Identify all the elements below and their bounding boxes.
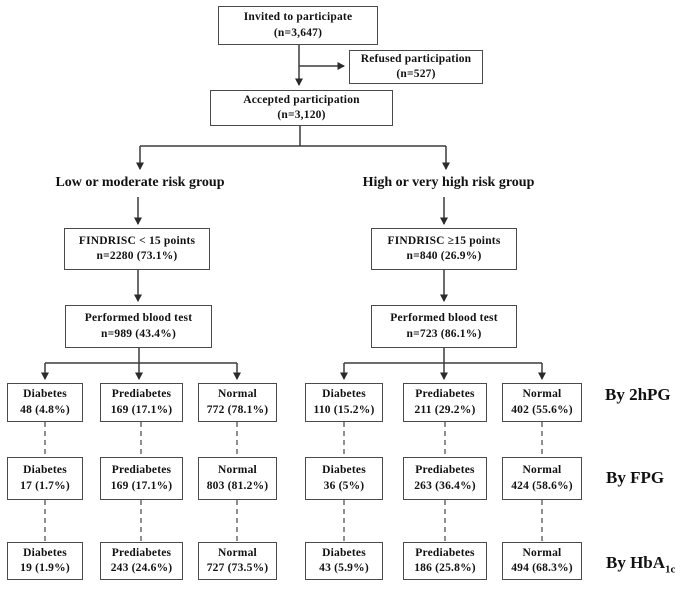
outcome-n: 243 (24.6%) [110,562,173,574]
method-label-text: By HbA [606,553,666,572]
method-label-hba1c: By HbA1c [606,553,676,576]
method-label-fpg: By FPG [606,468,664,488]
findrisc-left-box: FINDRISC < 15 points n=2280 (73.1%) [64,228,210,270]
method-label-text: By 2hPG [605,385,671,404]
outcome-n: 36 (5%) [323,479,365,492]
outcome-box-hba1c-right-normal: Normal 494 (68.3%) [502,542,582,580]
outcome-n: 402 (55.6%) [511,403,573,416]
blood-test-left-box: Performed blood test n=989 (43.4%) [65,305,212,348]
outcome-title: Prediabetes [415,546,475,559]
outcome-box-2hpg-right-normal: Normal 402 (55.6%) [502,383,582,422]
findrisc-right-n: n=840 (26.9%) [406,250,482,262]
outcome-n: 424 (58.6%) [511,479,573,492]
outcome-box-hba1c-left-normal: Normal 727 (73.5%) [198,542,277,580]
outcome-box-fpg-right-diabetes: Diabetes 36 (5%) [305,457,383,500]
invited-n: (n=3,647) [273,26,323,39]
method-label-sub: 1c [665,563,676,576]
outcome-n: 169 (17.1%) [110,479,173,492]
outcome-title: Normal [522,464,562,477]
outcome-n: 17 (1.7%) [20,479,70,492]
outcome-title: Normal [218,388,257,401]
outcome-title: Prediabetes [111,464,172,477]
outcome-n: 110 (15.2%) [313,403,375,416]
outcome-n: 186 (25.8%) [414,562,476,574]
outcome-title: Prediabetes [415,388,475,401]
accepted-n: (n=3,120) [277,109,326,121]
method-label-text: By FPG [606,468,665,487]
findrisc-left-n: n=2280 (73.1%) [96,250,178,262]
outcome-box-2hpg-left-diabetes: Diabetes 48 (4.8%) [7,383,83,422]
outcome-n: 263 (36.4%) [414,479,476,492]
invited-box: Invited to participate (n=3,647) [218,6,378,45]
outcome-title: Diabetes [322,546,366,559]
outcome-box-fpg-right-prediabetes: Prediabetes 263 (36.4%) [403,457,487,500]
outcome-box-fpg-left-diabetes: Diabetes 17 (1.7%) [7,457,83,500]
outcome-box-fpg-right-normal: Normal 424 (58.6%) [502,457,582,500]
blood-test-left-title: Performed blood test [84,312,193,325]
refused-box: Refused participation (n=527) [349,50,483,84]
outcome-n: 727 (73.5%) [206,562,269,574]
outcome-box-hba1c-right-diabetes: Diabetes 43 (5.9%) [305,542,383,580]
findrisc-right-title: FINDRISC ≥15 points [387,234,501,247]
method-label-2hpg: By 2hPG [605,385,671,405]
accepted-title: Accepted participation [243,93,360,106]
solid-connectors [41,45,546,380]
outcome-title: Diabetes [23,464,67,477]
outcome-title: Prediabetes [111,388,172,401]
outcome-title: Diabetes [23,546,67,559]
outcome-title: Normal [522,388,562,401]
blood-test-right-title: Performed blood test [390,312,498,325]
outcome-title: Normal [522,546,562,559]
outcome-box-hba1c-right-prediabetes: Prediabetes 186 (25.8%) [403,542,487,580]
outcome-box-fpg-left-prediabetes: Prediabetes 169 (17.1%) [100,457,183,500]
findrisc-left-title: FINDRISC < 15 points [78,234,196,247]
findrisc-right-box: FINDRISC ≥15 points n=840 (26.9%) [371,228,517,270]
accepted-box: Accepted participation (n=3,120) [210,90,393,126]
outcome-title: Diabetes [322,464,366,477]
outcome-n: 19 (1.9%) [20,562,70,574]
left-group-label: Low or moderate risk group [55,175,225,190]
outcome-box-hba1c-left-diabetes: Diabetes 19 (1.9%) [7,542,83,580]
blood-test-left-n: n=989 (43.4%) [101,327,176,340]
outcome-n: 43 (5.9%) [319,562,369,574]
outcome-title: Normal [218,546,257,559]
outcome-title: Diabetes [322,388,366,401]
outcome-n: 494 (68.3%) [511,562,573,574]
blood-test-right-n: n=723 (86.1%) [406,327,482,340]
outcome-title: Prediabetes [111,546,172,559]
right-group-label: High or very high risk group [362,175,535,190]
outcome-title: Prediabetes [415,464,475,477]
outcome-box-2hpg-left-prediabetes: Prediabetes 169 (17.1%) [100,383,183,422]
outcome-n: 169 (17.1%) [110,403,173,416]
outcome-title: Normal [218,464,257,477]
outcome-box-2hpg-left-normal: Normal 772 (78.1%) [198,383,277,422]
outcome-box-hba1c-left-prediabetes: Prediabetes 243 (24.6%) [100,542,183,580]
outcome-n: 211 (29.2%) [414,403,476,416]
outcome-box-2hpg-right-diabetes: Diabetes 110 (15.2%) [305,383,383,422]
blood-test-right-box: Performed blood test n=723 (86.1%) [371,305,517,348]
outcome-n: 48 (4.8%) [20,403,70,416]
outcome-n: 803 (81.2%) [206,479,269,492]
invited-title: Invited to participate [243,11,353,24]
dashed-connectors [44,422,543,542]
outcome-box-fpg-left-normal: Normal 803 (81.2%) [198,457,277,500]
outcome-n: 772 (78.1%) [206,403,269,416]
refused-title: Refused participation [360,52,472,65]
refused-n: (n=527) [396,68,436,80]
outcome-box-2hpg-right-prediabetes: Prediabetes 211 (29.2%) [403,383,487,422]
outcome-title: Diabetes [23,388,67,401]
